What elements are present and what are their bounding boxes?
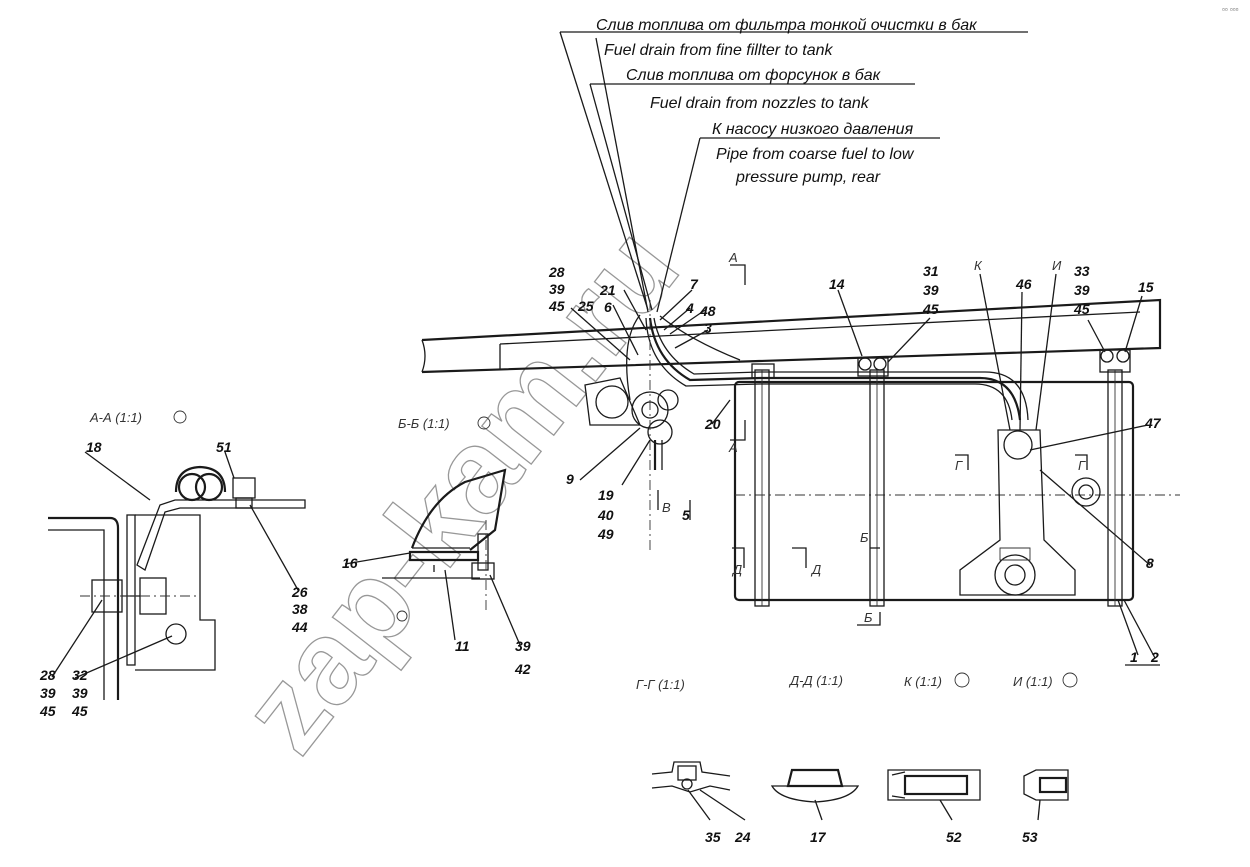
callout-46: 46 — [1015, 276, 1032, 292]
detail-k: 52 — [887, 769, 981, 845]
tank-straps — [751, 349, 1131, 607]
mark-b-bottom: Б — [864, 610, 873, 625]
caption-drain-fine-ru: Слив топлива от фильтра тонкой очистки в… — [596, 17, 978, 34]
callout-52: 52 — [946, 829, 962, 845]
callout-45: 45 — [39, 703, 56, 719]
caption-pump-en-2: pressure pump, rear — [735, 169, 881, 186]
callout-7: 7 — [690, 276, 699, 292]
fuel-pipes — [626, 314, 1029, 421]
callout-16: 16 — [342, 555, 358, 571]
callout-6: 6 — [604, 299, 612, 315]
section-bb-title: Б-Б (1:1) — [398, 416, 450, 431]
callout-39: 39 — [72, 685, 88, 701]
section-aa: А-А (1:1) 18 51 26 38 44 28 39 45 32 39 … — [39, 410, 308, 719]
callout-28: 28 — [548, 264, 565, 280]
callout-51: 51 — [216, 439, 232, 455]
detail-i: 53 — [1022, 769, 1069, 845]
section-k-title: К (1:1) — [904, 674, 942, 689]
callout-39: 39 — [549, 281, 565, 297]
callout-21: 21 — [599, 282, 616, 298]
mark-g-right: Г — [1078, 458, 1086, 473]
callout-25: 25 — [577, 298, 594, 314]
callout-32: 32 — [72, 667, 88, 683]
callout-42: 42 — [514, 661, 531, 677]
callout-35: 35 — [705, 829, 721, 845]
callout-17: 17 — [810, 829, 827, 845]
caption-drain-nozzle-ru: Слив топлива от форсунок в бак — [626, 67, 882, 84]
callout-39: 39 — [40, 685, 56, 701]
watermark-text: zap-kam.ru — [216, 204, 704, 776]
caption-pump-en-1: Pipe from coarse fuel to low — [716, 146, 915, 163]
section-gg-title: Г-Г (1:1) — [636, 677, 685, 692]
callout-47: 47 — [1144, 415, 1162, 431]
callout-11: 11 — [455, 638, 470, 654]
callout-39: 39 — [1074, 282, 1090, 298]
mark-v: В — [662, 500, 671, 515]
callout-9: 9 — [566, 471, 574, 487]
mark-k: К — [974, 258, 983, 273]
callout-4: 4 — [685, 300, 694, 316]
section-aa-title: А-А (1:1) — [89, 410, 142, 425]
callout-49: 49 — [597, 526, 614, 542]
callout-18: 18 — [86, 439, 102, 455]
detail-gg: 35 24 — [651, 761, 751, 845]
caption-drain-fine-en: Fuel drain from fine fillter to tank — [604, 42, 834, 59]
callout-39: 39 — [923, 282, 939, 298]
callout-45: 45 — [548, 298, 565, 314]
mark-g-left: Г — [955, 458, 963, 473]
mark-a-bottom: А — [728, 440, 738, 455]
fuel-tank — [733, 380, 1180, 602]
caption-leaders — [559, 31, 1028, 313]
detail-dd: 17 — [770, 768, 860, 845]
callout-26: 26 — [291, 584, 308, 600]
corner-mark: ▫▫ ▫▫▫ — [1222, 5, 1239, 14]
callout-15: 15 — [1138, 279, 1154, 295]
callout-19: 19 — [598, 487, 614, 503]
callout-5: 5 — [682, 507, 690, 523]
callout-45: 45 — [922, 301, 939, 317]
callout-45: 45 — [1073, 301, 1090, 317]
mark-d-left: Д — [731, 562, 742, 577]
callout-39: 39 — [515, 638, 531, 654]
callout-53: 53 — [1022, 829, 1038, 845]
callout-28: 28 — [39, 667, 56, 683]
callout-24: 24 — [734, 829, 751, 845]
callout-leaders — [570, 289, 1160, 666]
mark-a-top: А — [728, 250, 738, 265]
callout-38: 38 — [292, 601, 308, 617]
section-marks: А А Б Б Д Д Г Г К И В — [657, 250, 1088, 626]
callout-44: 44 — [291, 619, 308, 635]
callout-48: 48 — [699, 303, 716, 319]
callout-1: 1 — [1130, 649, 1138, 665]
filter-assembly — [584, 300, 679, 550]
callout-2: 2 — [1150, 649, 1159, 665]
callout-20: 20 — [704, 416, 721, 432]
callout-3: 3 — [704, 320, 712, 336]
callout-31: 31 — [923, 263, 939, 279]
callout-8: 8 — [1146, 555, 1154, 571]
caption-drain-nozzle-en: Fuel drain from nozzles to tank — [650, 95, 870, 112]
callout-45: 45 — [71, 703, 88, 719]
mark-d-right: Д — [810, 562, 821, 577]
callout-numbers: 28 39 45 21 25 6 7 4 48 3 20 9 19 40 49 … — [548, 263, 1162, 665]
mark-i: И — [1052, 258, 1062, 273]
section-dd-title: Д-Д (1:1) — [788, 673, 843, 688]
section-i-title: И (1:1) — [1013, 674, 1053, 689]
section-bb: Б-Б (1:1) 16 11 39 42 — [342, 416, 531, 677]
callout-14: 14 — [829, 276, 845, 292]
callout-40: 40 — [597, 507, 614, 523]
mark-b-mid: Б — [860, 530, 869, 545]
callout-33: 33 — [1074, 263, 1090, 279]
caption-pump-ru: К насосу низкого давления — [712, 121, 914, 138]
